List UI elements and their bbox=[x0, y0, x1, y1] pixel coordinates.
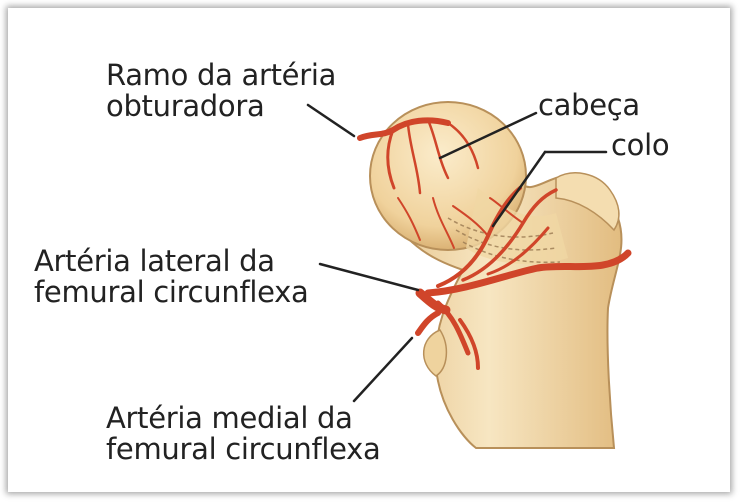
label-medial-line2: femural circunflexa bbox=[106, 434, 380, 465]
label-medial-line1: Artéria medial da bbox=[106, 403, 380, 434]
lesser-trochanter bbox=[424, 330, 447, 376]
label-lateral-line2: femural circunflexa bbox=[34, 277, 308, 308]
leader-lateral bbox=[320, 264, 418, 290]
label-lateral-line1: Artéria lateral da bbox=[34, 246, 308, 277]
label-neck-text: colo bbox=[611, 130, 669, 161]
label-neck: colo bbox=[611, 130, 669, 161]
label-obturator-line2: obturadora bbox=[106, 91, 336, 122]
label-obturator-line1: Ramo da artéria bbox=[106, 60, 336, 91]
leader-medial bbox=[354, 338, 412, 401]
label-medial-circumflex: Artéria medial da femural circunflexa bbox=[106, 403, 380, 465]
diagram-frame: Ramo da artéria obturadora cabeça colo A… bbox=[8, 8, 730, 492]
label-head: cabeça bbox=[538, 90, 640, 121]
label-head-text: cabeça bbox=[538, 90, 640, 121]
label-obturator-branch: Ramo da artéria obturadora bbox=[106, 60, 336, 122]
label-lateral-circumflex: Artéria lateral da femural circunflexa bbox=[34, 246, 308, 308]
